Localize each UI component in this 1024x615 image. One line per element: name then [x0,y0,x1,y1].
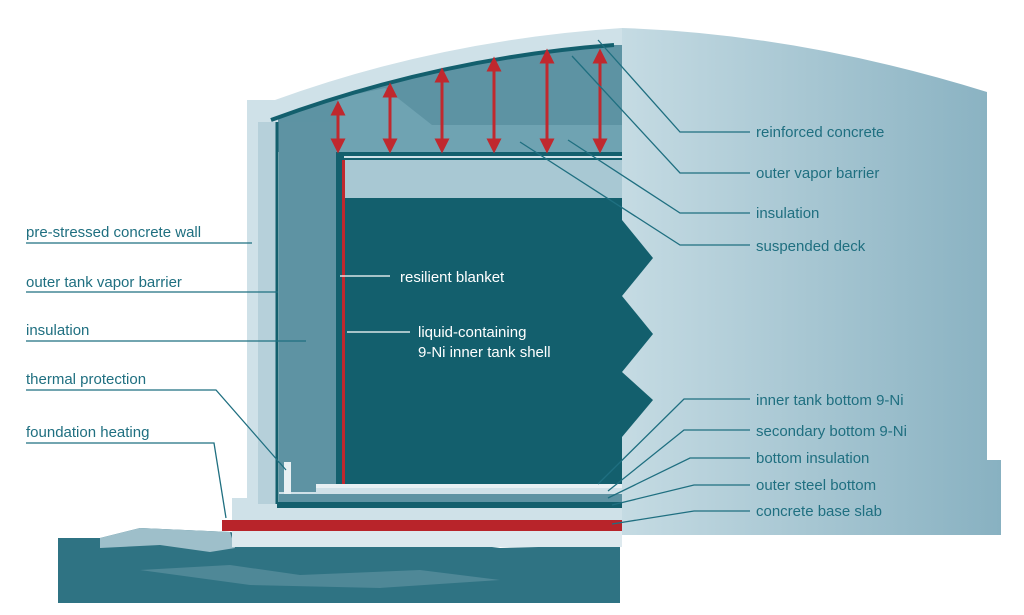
prestressed-wall [258,122,278,504]
slab-underside [232,531,622,547]
bottom-insulation [279,494,622,502]
deck-inner-line [341,156,622,158]
inner-leaders [340,275,410,333]
pressure-arrows [330,48,608,154]
deck-insulation-light [336,160,622,198]
outer-steel-bottom [277,502,622,508]
label-concrete-base-slab: concrete base slab [756,503,882,520]
label-reinforced-concrete: reinforced concrete [756,124,884,141]
inner-tank-shell [336,155,344,492]
label-prestressed-concrete-wall: pre-stressed concrete wall [26,224,201,241]
label-secondary-bottom: secondary bottom 9-Ni [756,423,907,440]
left-leaders [26,242,306,519]
secondary-bottom [316,488,622,494]
ground-highlight [100,528,235,552]
resilient-blanket [342,160,345,485]
label-suspended-deck: suspended deck [756,238,866,255]
thermal-protection [284,462,291,494]
inner-tank-bottom [316,484,622,488]
wall-insulation [279,122,336,492]
label-thermal-protection: thermal protection [26,371,146,388]
tank-exterior-right [622,28,1001,535]
label-insulation-right: insulation [756,205,819,222]
label-insulation-left: insulation [26,322,89,339]
ground-patch [140,565,500,588]
right-leaders [519,39,750,525]
label-resilient-blanket: resilient blanket [400,269,505,286]
label-outer-steel-bottom: outer steel bottom [756,477,876,494]
label-outer-vapor-barrier: outer vapor barrier [756,165,879,182]
label-inner-tank-bottom: inner tank bottom 9-Ni [756,392,904,409]
lng-liquid [345,198,653,484]
label-bottom-insulation: bottom insulation [756,450,869,467]
foundation-heating [222,520,622,531]
concrete-base-slab [232,508,622,520]
label-inner-tank-shell: 9-Ni inner tank shell [418,344,551,361]
label-outer-tank-vapor-barrier: outer tank vapor barrier [26,274,182,291]
label-liquid-containing: liquid-containing [418,324,526,341]
label-foundation-heating: foundation heating [26,424,149,441]
